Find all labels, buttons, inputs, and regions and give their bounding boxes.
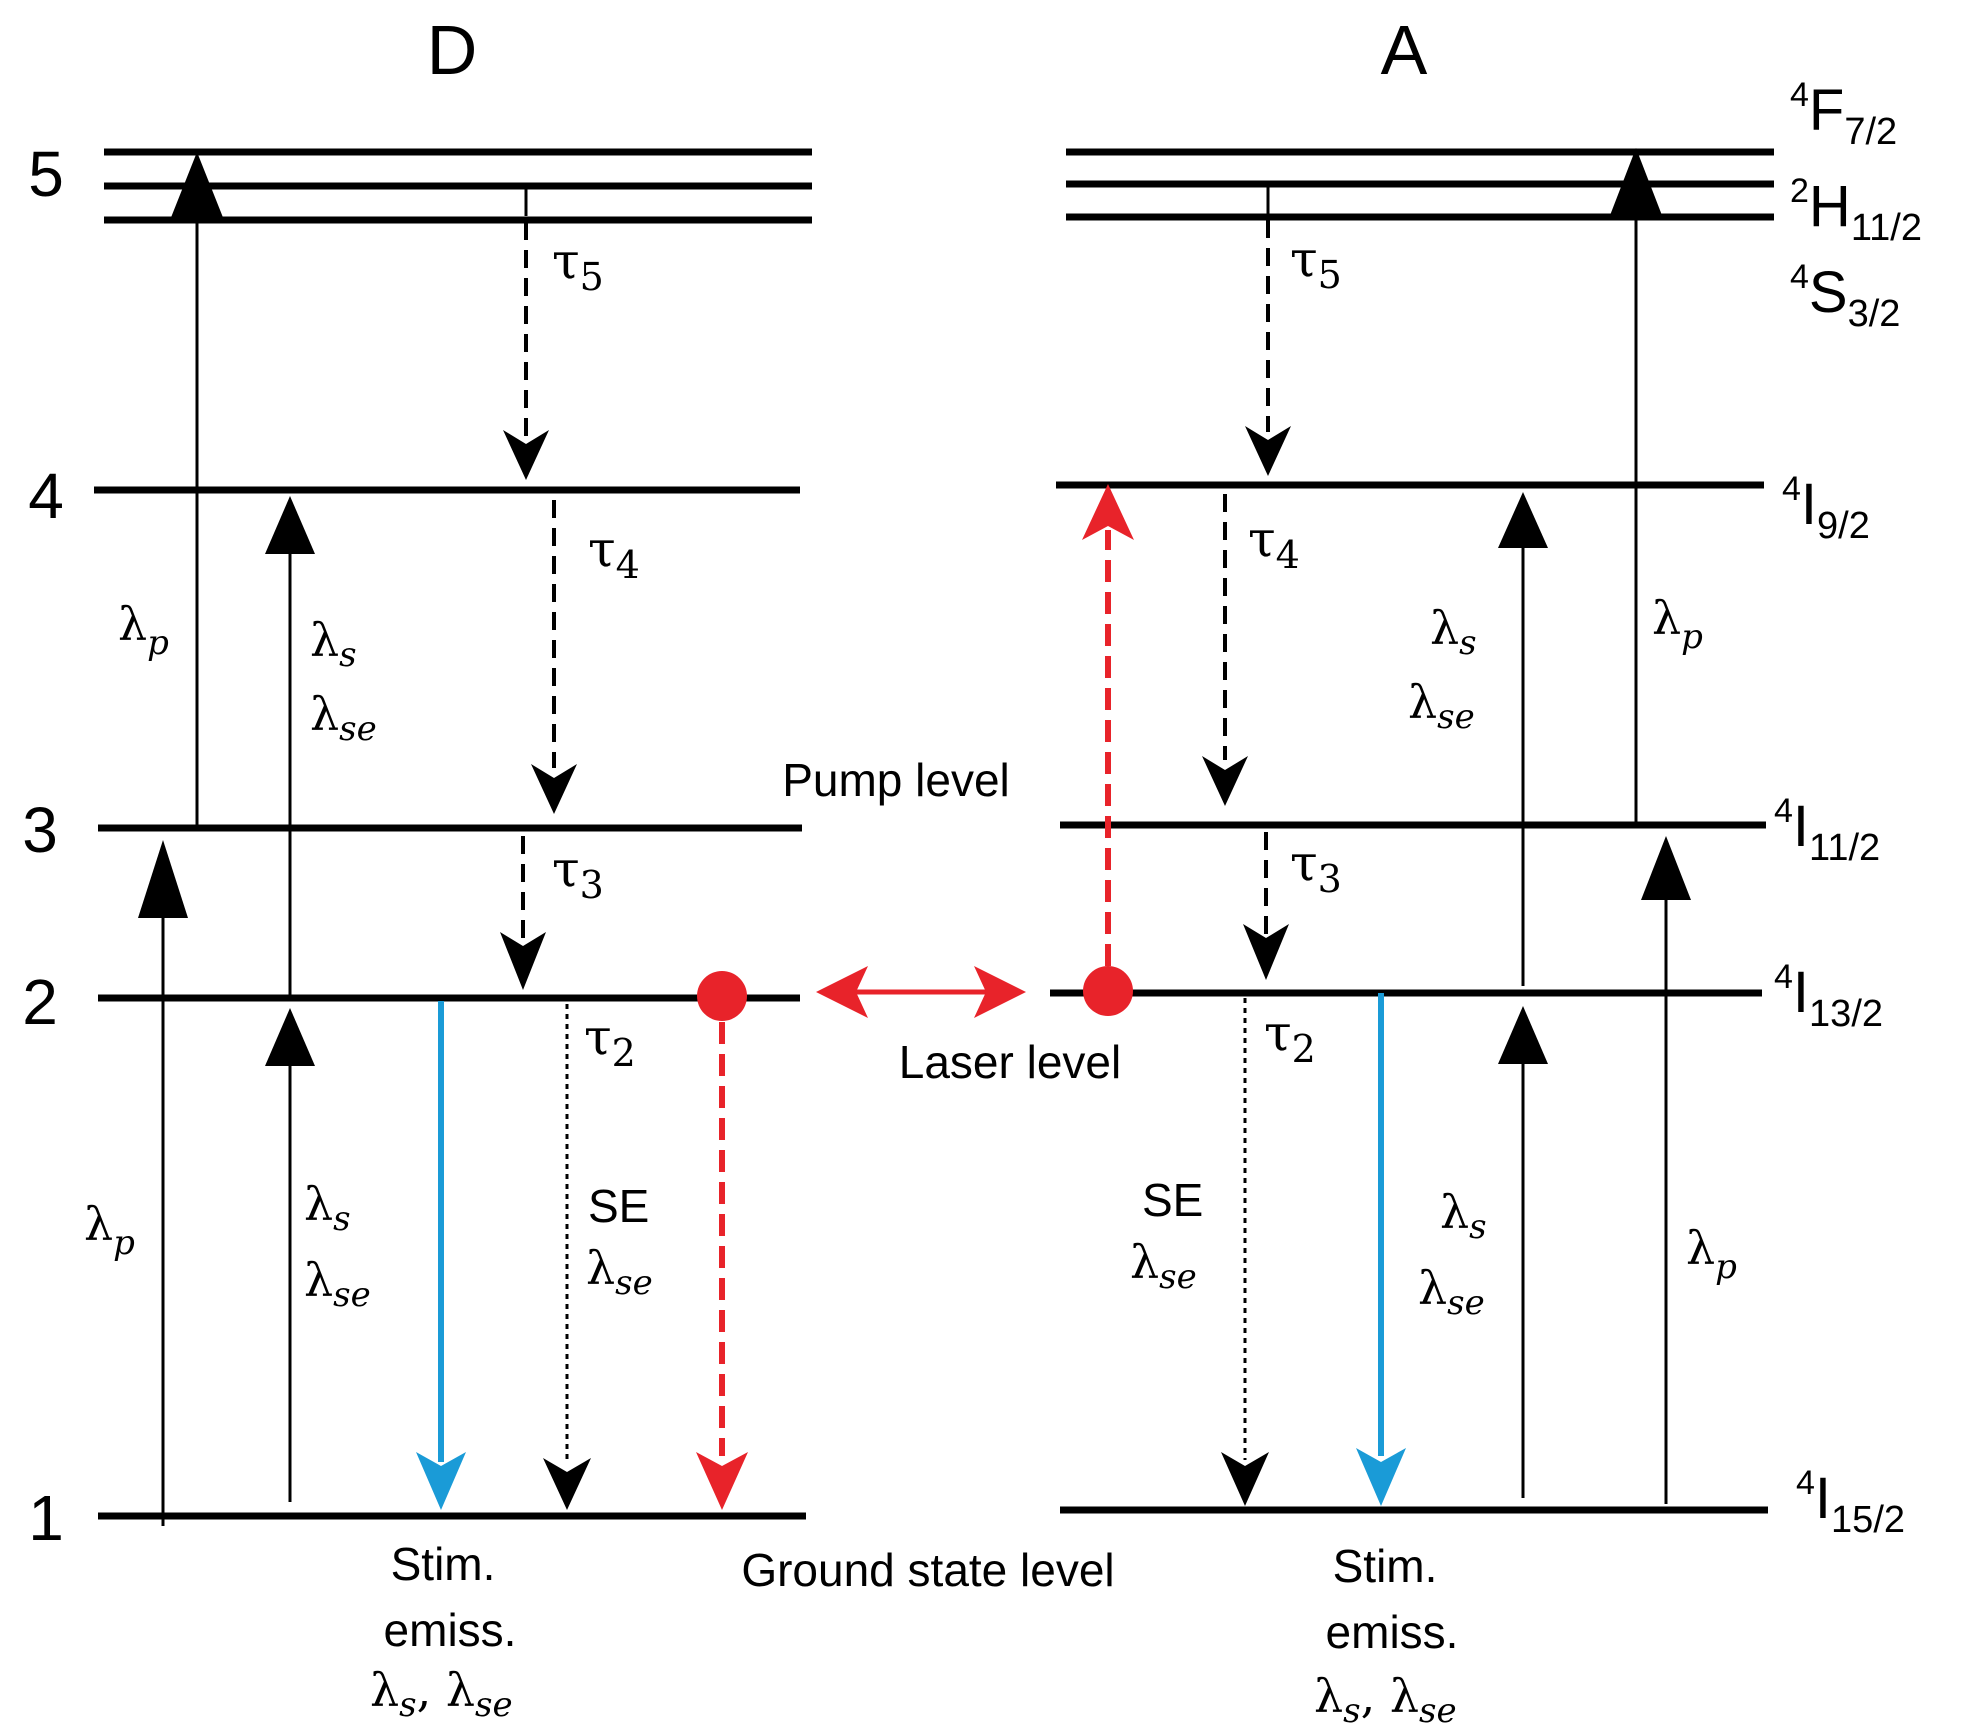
acceptor-tau5-arrowhead bbox=[1245, 426, 1291, 476]
state-4I15-2: 4I15/2 bbox=[1796, 1464, 1905, 1541]
acceptor-tau4-label: τ4 bbox=[1248, 510, 1300, 577]
acceptor-lambda-s-upper: λs bbox=[1430, 601, 1477, 663]
donor-se-lambda: λse bbox=[586, 1241, 653, 1303]
level-number-2: 2 bbox=[22, 966, 58, 1038]
acceptor-pump-upper-arrowhead bbox=[1609, 148, 1663, 218]
acceptor-stim-lambda: λs, λse bbox=[1314, 1669, 1457, 1731]
state-4I9-2: 4I9/2 bbox=[1782, 470, 1870, 547]
energy-transfer-left-head bbox=[816, 966, 868, 1018]
donor-tau4-label: τ4 bbox=[588, 520, 640, 587]
acceptor-se-arrowhead bbox=[1221, 1452, 1269, 1506]
state-4I11-2: 4I11/2 bbox=[1774, 792, 1880, 869]
donor-lambda-s-upper: λs bbox=[310, 613, 357, 675]
donor-laser-level-dot bbox=[697, 971, 747, 1021]
acceptor-signal-upper-arrowhead bbox=[1498, 492, 1548, 548]
donor-lambda-p-upper: λp bbox=[118, 597, 169, 663]
acceptor-transfer-up-arrowhead bbox=[1082, 484, 1134, 540]
donor-tau4-arrowhead bbox=[531, 764, 577, 814]
donor-lambda-p-lower: λp bbox=[84, 1197, 135, 1263]
acceptor-lambda-p-upper: λp bbox=[1652, 591, 1703, 657]
acceptor-signal-lower-arrowhead bbox=[1498, 1006, 1548, 1064]
state-4I13-2: 4I13/2 bbox=[1774, 958, 1883, 1035]
acceptor-stim-line1: Stim. bbox=[1333, 1540, 1438, 1592]
acceptor-lambda-s-lower: λs bbox=[1440, 1185, 1487, 1247]
donor-tau3-label: τ3 bbox=[552, 840, 604, 907]
acceptor-lambda-se-lower: λse bbox=[1418, 1261, 1485, 1323]
donor-lambda-s-lower: λs bbox=[304, 1177, 351, 1239]
laser-level-label: Laser level bbox=[899, 1036, 1121, 1088]
acceptor-laser-level-dot bbox=[1083, 966, 1133, 1016]
donor-tau5-arrowhead bbox=[503, 430, 549, 480]
level-number-4: 4 bbox=[28, 460, 64, 532]
acceptor-tau4-arrowhead bbox=[1202, 756, 1248, 806]
donor-stim-line1: Stim. bbox=[391, 1538, 496, 1590]
acceptor-se-lambda: λse bbox=[1130, 1235, 1197, 1297]
acceptor-stim-emission-arrowhead bbox=[1356, 1448, 1406, 1506]
pump-level-label: Pump level bbox=[782, 754, 1010, 806]
donor-pump-upper-arrowhead bbox=[170, 152, 224, 220]
state-4F7-2: 4F7/2 bbox=[1790, 76, 1897, 153]
energy-transfer-right-head bbox=[974, 966, 1026, 1018]
acceptor-pump-lower-arrowhead bbox=[1641, 836, 1691, 900]
acceptor-lambda-p-lower: λp bbox=[1686, 1221, 1737, 1287]
donor-tau3-arrowhead bbox=[500, 932, 546, 990]
donor-se-label: SE bbox=[588, 1180, 649, 1232]
donor-se-arrowhead bbox=[543, 1458, 591, 1510]
donor-stim-emission-arrowhead bbox=[416, 1452, 466, 1510]
state-4S3-2: 4S3/2 bbox=[1790, 258, 1900, 335]
acceptor-tau3-label: τ3 bbox=[1290, 834, 1342, 901]
donor-stim-lambda: λs, λse bbox=[370, 1663, 513, 1725]
level-number-1: 1 bbox=[28, 1482, 64, 1554]
acceptor-tau3-arrowhead bbox=[1243, 924, 1289, 980]
donor-tau2-label: τ2 bbox=[584, 1008, 636, 1075]
donor-levels bbox=[94, 148, 812, 1520]
acceptor-stim-line2: emiss. bbox=[1326, 1606, 1459, 1658]
acceptor-lambda-se-upper: λse bbox=[1408, 675, 1475, 737]
donor-stim-line2: emiss. bbox=[384, 1604, 517, 1656]
donor-transitions bbox=[138, 152, 748, 1526]
acceptor-se-label: SE bbox=[1142, 1174, 1203, 1226]
donor-pump-lower-arrowhead bbox=[138, 840, 188, 918]
acceptor-title: A bbox=[1381, 11, 1428, 89]
level-number-5: 5 bbox=[28, 138, 64, 210]
ground-state-level-label: Ground state level bbox=[741, 1544, 1114, 1596]
acceptor-tau5-label: τ5 bbox=[1290, 230, 1342, 297]
donor-ground-state-arrowhead bbox=[696, 1452, 748, 1510]
donor-lambda-se-lower: λse bbox=[304, 1253, 371, 1315]
acceptor-tau2-label: τ2 bbox=[1264, 1004, 1316, 1071]
energy-transfer-arrow bbox=[816, 966, 1026, 1018]
acceptor-transitions bbox=[1082, 148, 1691, 1506]
donor-signal-upper-arrowhead bbox=[265, 496, 315, 554]
donor-tau5-label: τ5 bbox=[552, 232, 604, 299]
donor-signal-lower-arrowhead bbox=[265, 1008, 315, 1066]
donor-lambda-se-upper: λse bbox=[310, 687, 377, 749]
level-number-3: 3 bbox=[22, 794, 58, 866]
donor-title: D bbox=[427, 11, 478, 89]
state-2H11-2: 2H11/2 bbox=[1790, 172, 1922, 249]
